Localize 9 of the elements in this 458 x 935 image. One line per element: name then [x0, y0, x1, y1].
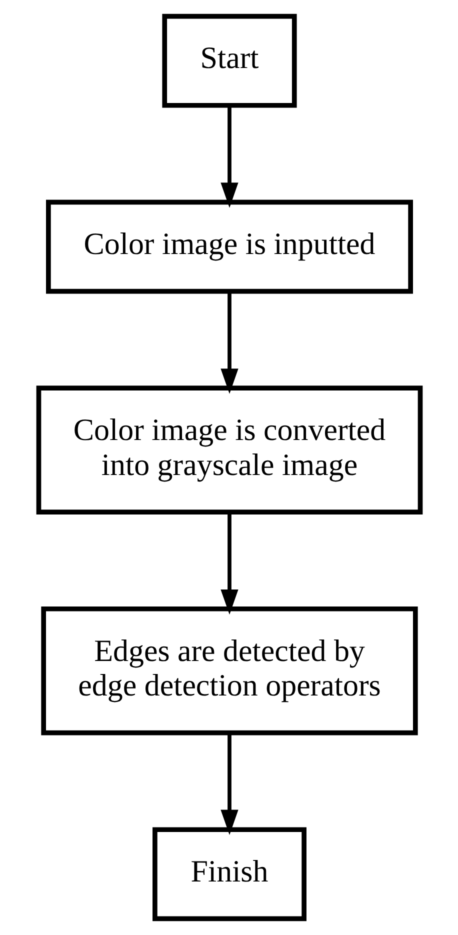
arrow — [220, 512, 238, 615]
node-box: Start — [162, 14, 296, 108]
node-box: Finish — [152, 827, 306, 922]
arrow — [220, 291, 238, 394]
arrow — [220, 733, 238, 836]
arrow — [220, 106, 238, 208]
node-box: Color image is inputted — [46, 200, 412, 294]
node-box: Color image is converted into grayscale image — [36, 386, 422, 514]
node-box: Edges are detected by edge detection operators — [40, 606, 418, 736]
